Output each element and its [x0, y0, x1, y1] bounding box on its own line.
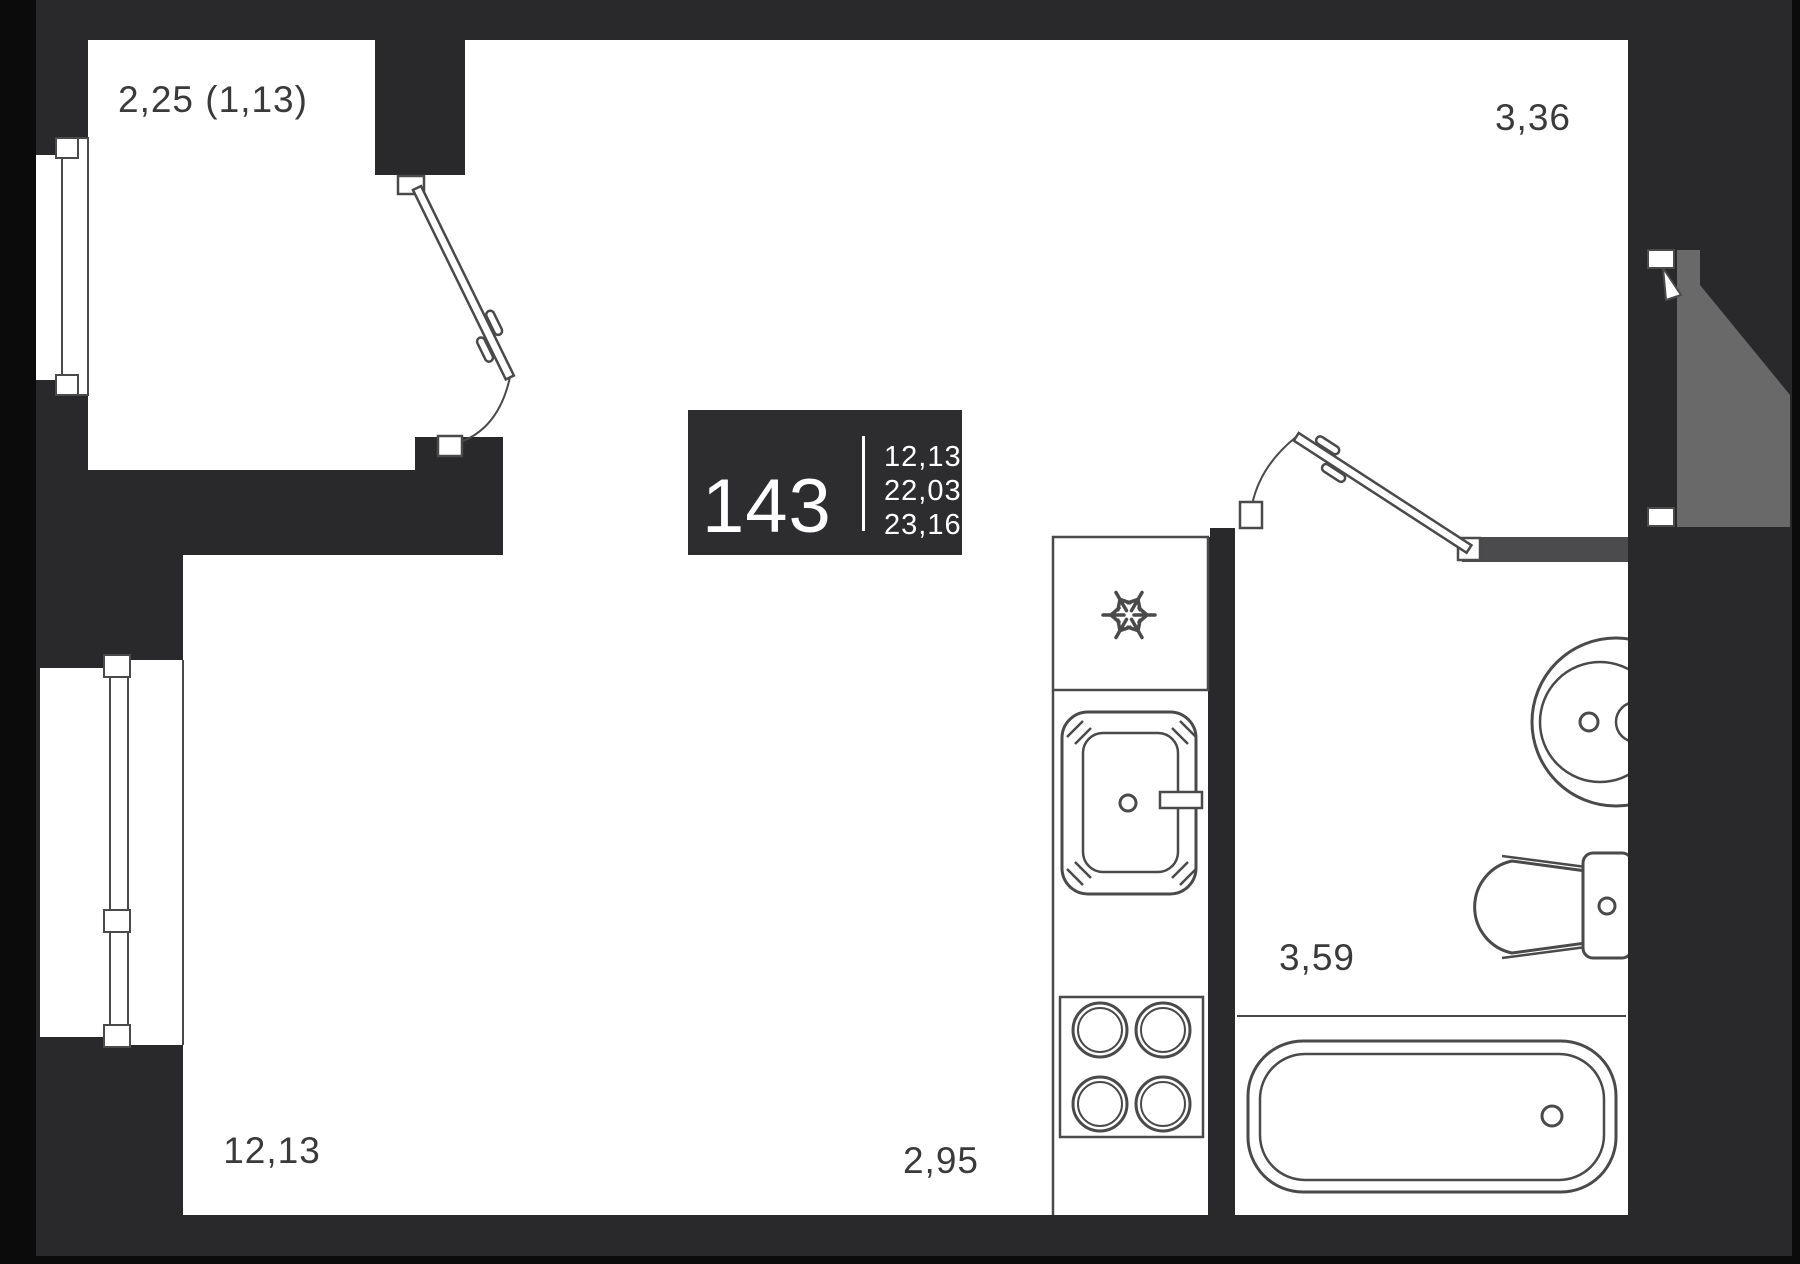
bathtub-inner — [1258, 1052, 1606, 1182]
unit-area-value-1: 12,13 — [884, 441, 962, 473]
unit-area-value-3: 23,16 — [884, 509, 962, 541]
dimension-label-top-room: 3,36 — [1495, 97, 1571, 138]
dimension-label-kitchen: 2,95 — [903, 1140, 979, 1181]
window-living-cap-bottom — [103, 1024, 131, 1048]
floor-top-room — [465, 40, 1628, 537]
windows — [55, 137, 1683, 1048]
wall-bathroom-top — [1462, 537, 1628, 562]
burner — [1071, 1075, 1129, 1133]
floor-living-room — [183, 555, 1055, 1215]
window-right-cap-top — [1647, 249, 1675, 269]
door-bathroom-swing-arc — [1251, 436, 1297, 506]
toilet — [1473, 851, 1634, 960]
floor-bath-door-opening — [1235, 537, 1462, 562]
wall-kitchen-bath-partition — [1210, 528, 1235, 1215]
burner — [1077, 1007, 1123, 1053]
floor-balcony — [88, 40, 375, 470]
dimension-label-living-room: 12,13 — [223, 1130, 321, 1171]
living-window-niche — [128, 660, 183, 1045]
bathtub-drain — [1540, 1104, 1564, 1128]
walls — [36, 437, 1628, 1215]
bathtub — [1237, 1015, 1626, 1194]
window-balcony — [55, 137, 89, 396]
window-living-cap-middle — [103, 909, 131, 933]
stove — [1058, 995, 1205, 1139]
floor-balcony-door-opening — [375, 175, 465, 477]
burner — [1140, 1007, 1186, 1053]
exterior-block — [1677, 250, 1790, 527]
toilet-flush-button — [1597, 896, 1617, 916]
unit-card-divider — [862, 436, 865, 531]
burner — [1071, 1001, 1129, 1059]
unit-card-background — [688, 410, 962, 555]
toilet-bowl — [1473, 859, 1588, 955]
burner — [1134, 1001, 1192, 1059]
outer-frame-bottom — [36, 1256, 1792, 1264]
window-right-cap-bottom — [1647, 507, 1675, 527]
door-handle — [475, 336, 495, 363]
unit-card: 143 12,13 22,03 23,16 — [688, 410, 962, 555]
stove-outline — [1058, 995, 1205, 1139]
outer-frame-left — [0, 0, 36, 1264]
door-handle — [484, 309, 504, 337]
dimension-label-bathroom: 3,59 — [1279, 937, 1355, 978]
wall-mid-band — [36, 470, 503, 555]
door-balcony-stop — [436, 434, 464, 458]
kitchen-sink-corner-hatch — [1066, 720, 1197, 886]
door-balcony — [396, 174, 516, 458]
window-right-opening-glyph — [1662, 267, 1683, 302]
kitchen-sink-faucet — [1158, 790, 1204, 810]
bathtub-outer — [1246, 1039, 1618, 1194]
toilet-seat-lines — [1501, 854, 1587, 960]
window-living-cap-top — [103, 654, 131, 678]
kitchen-sink-drain — [1118, 793, 1138, 813]
dimension-labels: 2,25 (1,13) 3,36 12,13 2,95 3,59 — [118, 79, 1571, 1181]
burner — [1077, 1081, 1123, 1127]
fridge — [1051, 535, 1210, 692]
door-bathroom — [1238, 431, 1482, 562]
burner — [1140, 1081, 1186, 1127]
door-handle — [1320, 462, 1347, 484]
snowflake-icon — [1101, 590, 1157, 640]
burner — [1134, 1075, 1192, 1133]
bathroom-sink-tap — [1578, 711, 1600, 733]
outer-frame-right — [1792, 0, 1800, 1264]
balcony-window-sill — [36, 155, 62, 380]
window-balcony-cap-top — [55, 137, 79, 159]
window-balcony-cap-bottom — [55, 374, 79, 396]
kitchen — [1051, 535, 1210, 1215]
window-living-frame — [109, 654, 129, 1048]
window-living — [103, 654, 184, 1048]
door-bathroom-leaf — [1292, 431, 1474, 555]
window-balcony-frame — [61, 137, 89, 396]
window-right — [1647, 249, 1683, 527]
living-window-sill — [40, 668, 110, 1037]
floors — [36, 40, 1628, 1215]
door-balcony-leaf — [411, 184, 516, 382]
unit-number: 143 — [702, 464, 832, 549]
door-handle — [1314, 435, 1341, 456]
kitchen-sink — [1060, 710, 1204, 896]
wall-right — [1628, 528, 1793, 1258]
unit-area-value-2: 22,03 — [884, 475, 962, 507]
dimension-label-balcony: 2,25 (1,13) — [118, 79, 308, 120]
door-bathroom-stop — [1238, 500, 1264, 530]
